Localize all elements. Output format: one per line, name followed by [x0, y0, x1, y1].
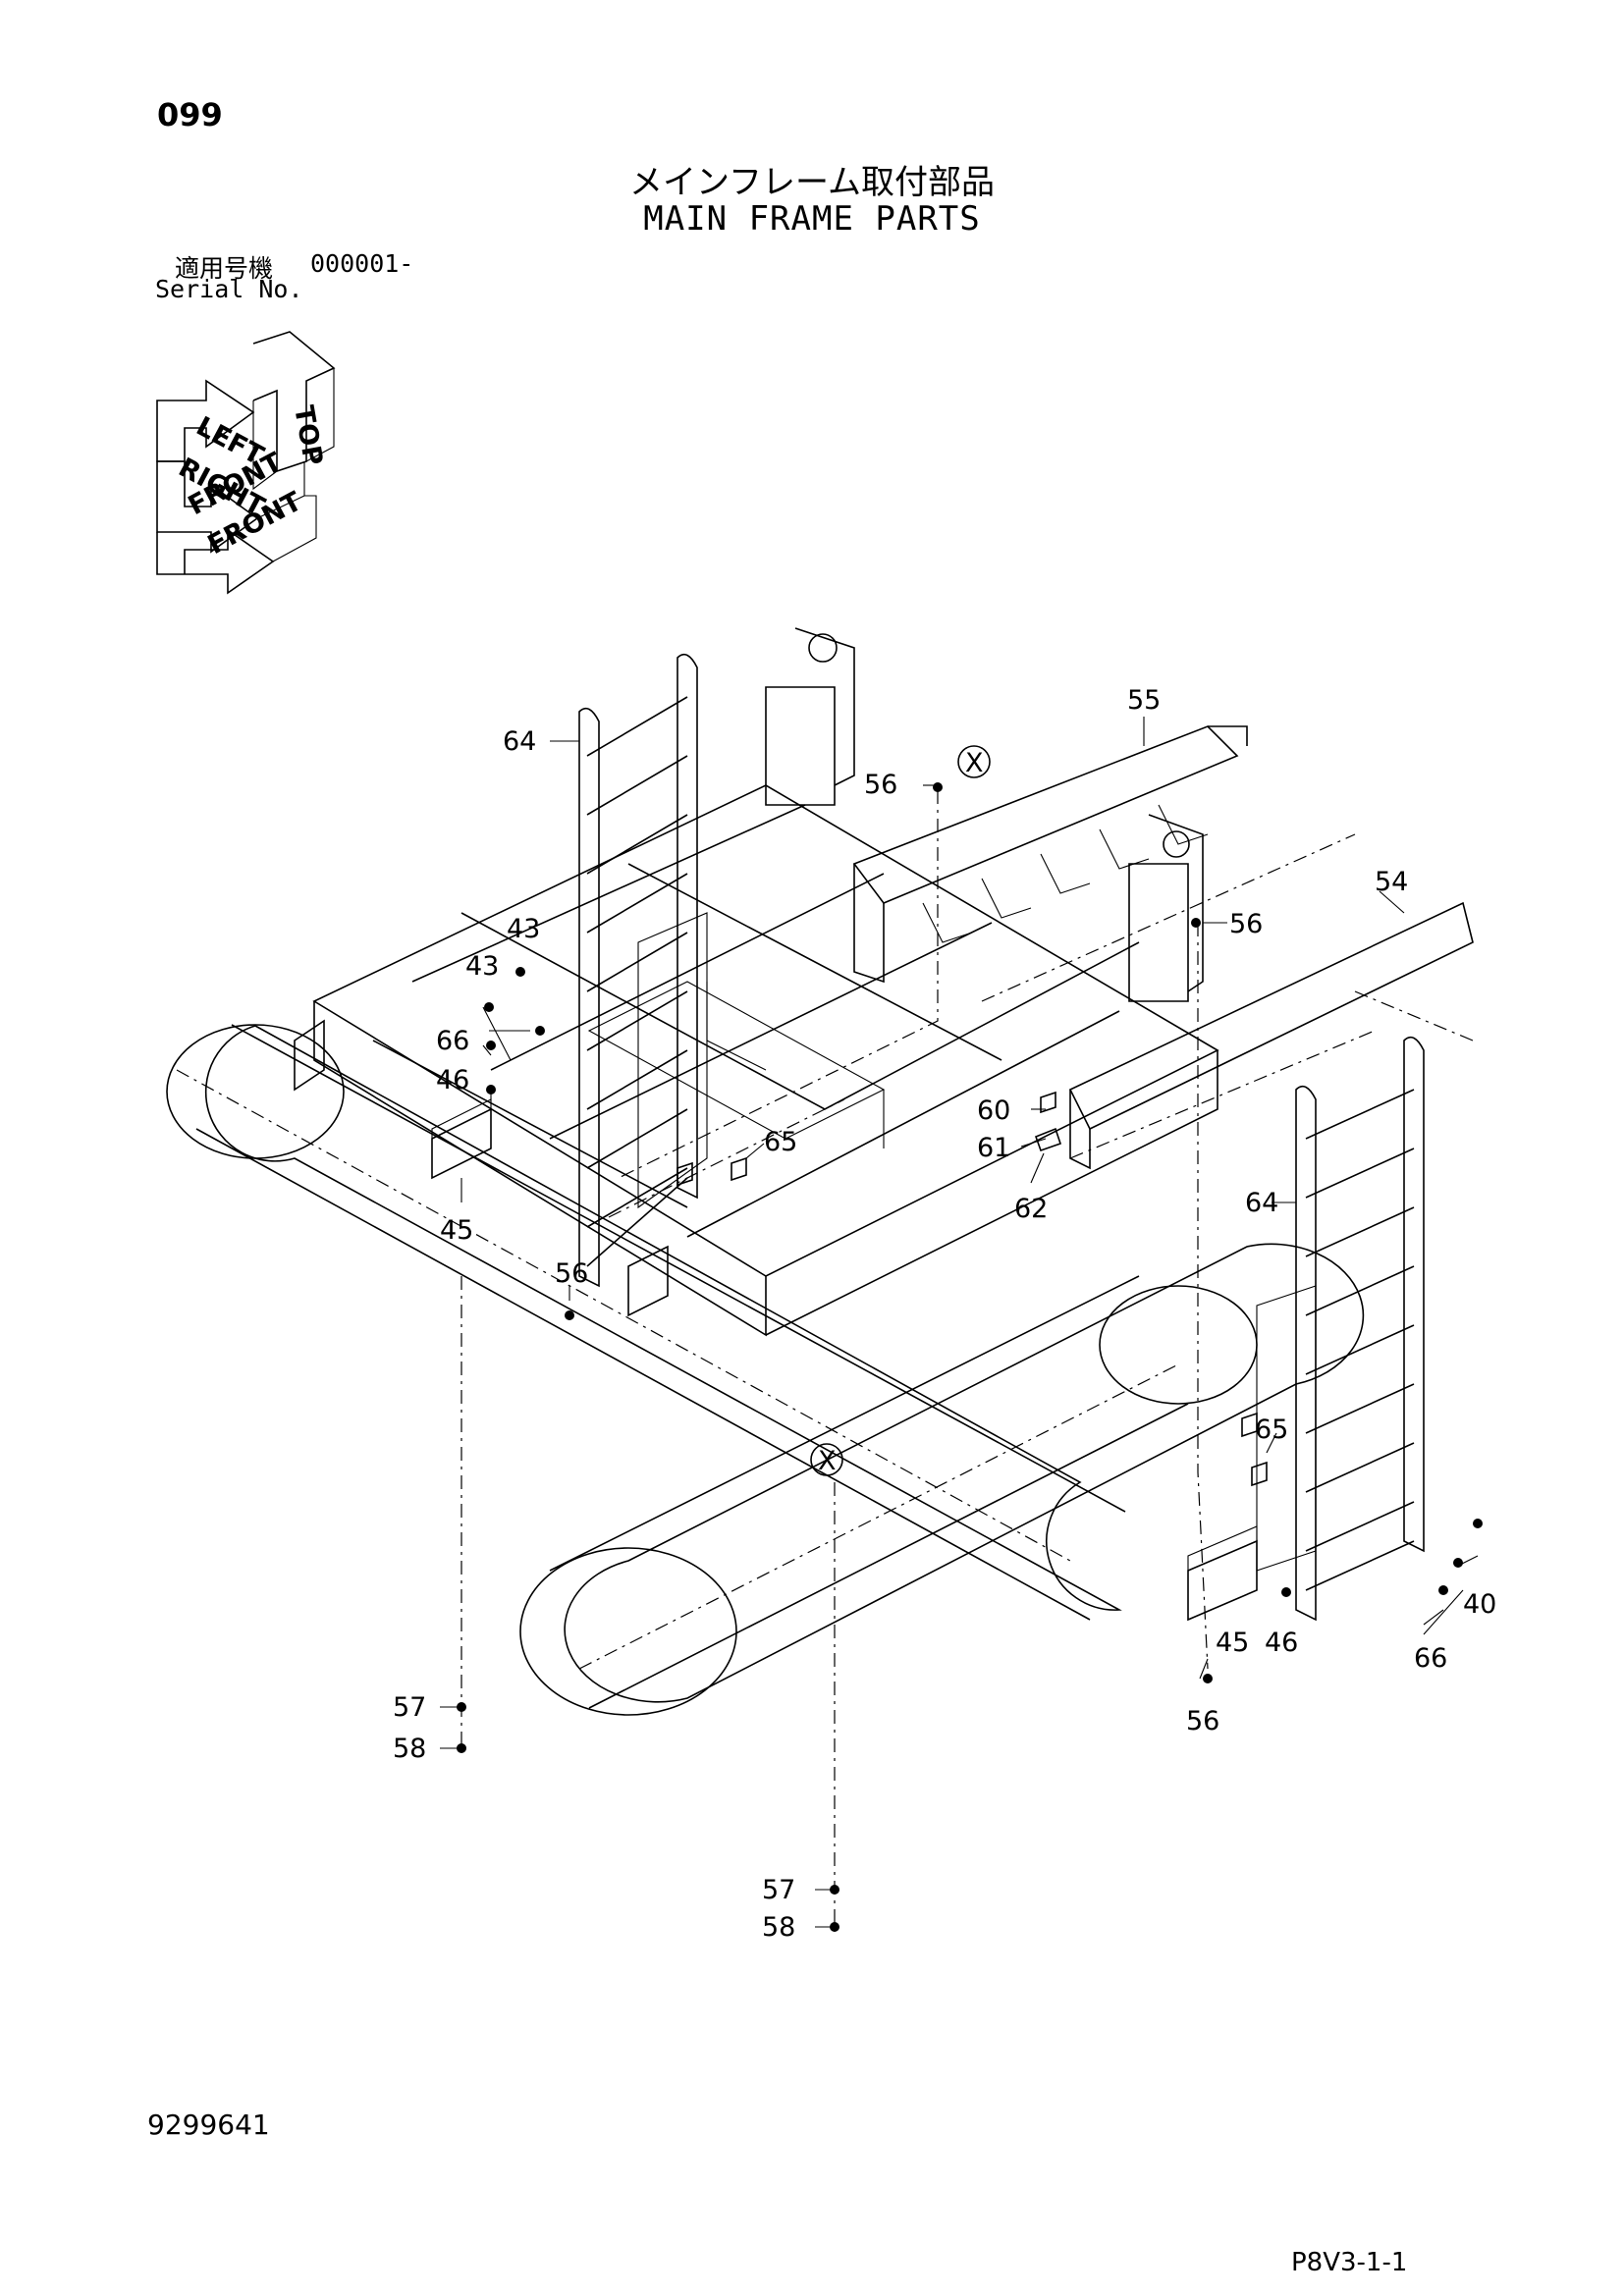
cover-plate-55 — [852, 725, 1248, 984]
section-mark-top: X — [957, 745, 991, 778]
callout-56-top: 56 — [864, 770, 897, 800]
ladder-right — [1256, 1036, 1425, 1622]
callouts: 64 56 55 43 43 66 46 45 65 54 56 60 61 6… — [393, 685, 1496, 1943]
callout-46-right: 46 — [1265, 1628, 1298, 1658]
orientation-indicator: LEFT RIGHT FRONT FRONT TOP — [156, 331, 336, 595]
callout-55: 55 — [1127, 685, 1161, 716]
section-mark-label: X — [818, 1446, 837, 1476]
callout-64-right: 64 — [1245, 1188, 1278, 1218]
page-title-japanese: メインフレーム取付部品 — [629, 163, 995, 202]
crawler-track-left — [166, 1024, 1126, 1621]
callout-56-middle: 56 — [1229, 909, 1263, 939]
page-code: P8V3-1-1 — [1291, 2248, 1408, 2277]
cover-plate-54 — [1068, 901, 1474, 1170]
callout-62: 62 — [1014, 1194, 1048, 1224]
serial-number-value: 000001- — [310, 249, 414, 278]
callout-58-bottom: 58 — [762, 1912, 795, 1943]
callout-61: 61 — [977, 1133, 1010, 1163]
page-number: 099 — [157, 96, 223, 133]
callout-40: 40 — [1463, 1589, 1496, 1620]
serial-label: Serial No. — [155, 275, 303, 303]
callout-43-a: 43 — [507, 914, 540, 944]
fastener-dots — [457, 782, 1483, 1932]
callout-56-frame: 56 — [555, 1258, 588, 1289]
serial-label-japanese: 適用号機 — [175, 254, 274, 283]
page-title: MAIN FRAME PARTS — [643, 199, 981, 239]
ladder-left — [578, 653, 708, 1288]
callout-60: 60 — [977, 1095, 1010, 1126]
document-number: 9299641 — [147, 2109, 270, 2141]
callout-64-left: 64 — [503, 726, 536, 757]
callout-65-right: 65 — [1255, 1415, 1288, 1445]
callout-57-left: 57 — [393, 1692, 426, 1723]
assembly-lines — [460, 790, 1474, 1934]
section-mark-middle: X — [810, 1443, 843, 1476]
callout-45-left: 45 — [440, 1215, 473, 1246]
callout-66-right: 66 — [1414, 1643, 1447, 1674]
section-mark-label: X — [965, 748, 984, 778]
callout-65-left: 65 — [764, 1127, 797, 1157]
callout-54: 54 — [1375, 867, 1408, 897]
orientation-label-top: TOP — [288, 403, 328, 468]
callout-43-b: 43 — [465, 951, 499, 982]
callout-66-left: 66 — [436, 1026, 469, 1056]
main-frame — [294, 627, 1219, 1337]
callout-57-bottom: 57 — [762, 1875, 795, 1905]
callout-56-bottom: 56 — [1186, 1706, 1219, 1736]
callout-58-left: 58 — [393, 1734, 426, 1764]
step-box-right — [1187, 1525, 1258, 1622]
callout-46-left: 46 — [436, 1065, 469, 1095]
callout-45-right: 45 — [1216, 1628, 1249, 1658]
